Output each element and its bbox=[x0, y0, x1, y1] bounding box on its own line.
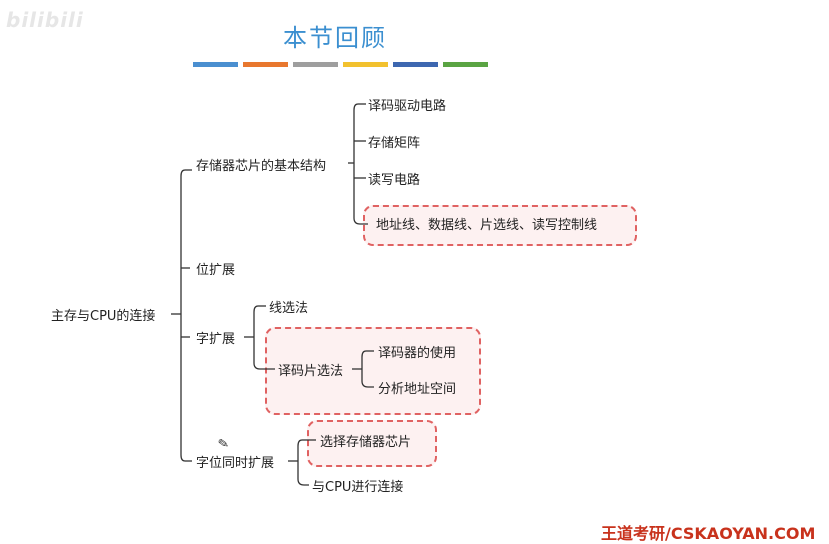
title-underline-segment bbox=[293, 62, 338, 67]
connector bbox=[361, 350, 374, 388]
node-decoder-driver-circuit: 译码驱动电路 bbox=[368, 99, 447, 114]
pencil-icon: ✎ bbox=[216, 436, 231, 453]
node-address-data-lines: 地址线、数据线、片选线、读写控制线 bbox=[376, 218, 598, 233]
node-read-write-circuit: 读写电路 bbox=[368, 173, 421, 188]
connector bbox=[297, 439, 309, 486]
node-storage-structure: 存储器芯片的基本结构 bbox=[196, 159, 327, 174]
node-decoder-usage: 译码器的使用 bbox=[378, 346, 457, 361]
connector bbox=[253, 305, 275, 370]
title-underline-segment bbox=[243, 62, 288, 67]
title-underline-segment bbox=[393, 62, 438, 67]
page-title: 本节回顾 bbox=[283, 24, 387, 52]
highlight-box-address-lines bbox=[363, 205, 637, 246]
footer-logo-text: 王道考研/CSKAOYAN.COM bbox=[601, 524, 816, 543]
node-address-space-analysis: 分析地址空间 bbox=[378, 382, 457, 397]
bilibili-watermark: bilibili bbox=[6, 8, 84, 32]
node-word-extension: 字扩展 bbox=[196, 332, 236, 347]
node-bit-extension: 位扩展 bbox=[196, 263, 236, 278]
node-connect-with-cpu: 与CPU进行连接 bbox=[312, 480, 404, 495]
node-line-selection: 线选法 bbox=[269, 301, 309, 316]
title-underline-segment bbox=[193, 62, 238, 67]
highlight-box-decoder-selection bbox=[265, 327, 481, 415]
connector bbox=[180, 169, 186, 462]
title-underline-segment bbox=[343, 62, 388, 67]
node-decoder-chip-selection: 译码片选法 bbox=[278, 364, 344, 379]
root-node: 主存与CPU的连接 bbox=[51, 309, 156, 324]
title-underline-segment bbox=[443, 62, 488, 67]
node-word-bit-extension: 字位同时扩展 bbox=[196, 456, 275, 471]
node-select-memory-chip: 选择存储器芯片 bbox=[320, 435, 412, 450]
connector bbox=[353, 103, 368, 225]
highlight-box-select-chip bbox=[307, 420, 437, 467]
node-storage-matrix: 存储矩阵 bbox=[368, 136, 421, 151]
